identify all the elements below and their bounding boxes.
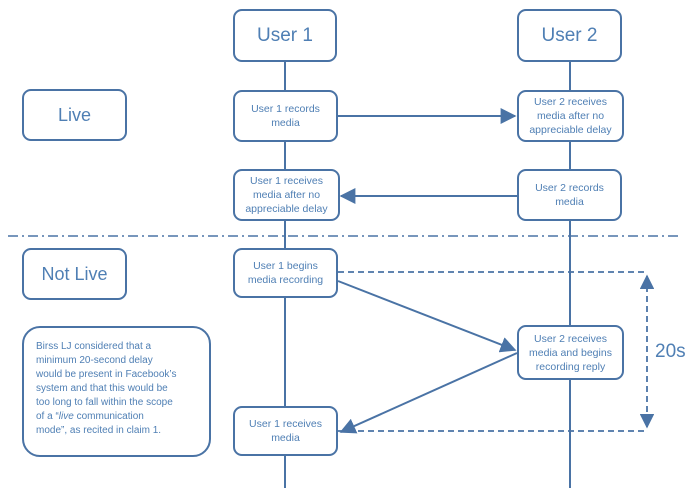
step-u2-receives-live: User 2 receives media after no appreciab…	[517, 90, 624, 142]
user2-label: User 2	[541, 24, 598, 46]
user1-header: User 1	[233, 9, 337, 62]
step-u2-records-text: User 2 records media	[535, 182, 604, 208]
user1-label: User 1	[257, 24, 313, 46]
note-line-3: would be present in Facebook’s	[36, 369, 177, 380]
step-u2-receives-reply: User 2 receives media and begins recordi…	[517, 325, 624, 380]
step-u1-receives-live: User 1 receives media after no appreciab…	[233, 169, 340, 221]
live-state: Live	[22, 89, 127, 141]
step-u1-receives-live-text: User 1 receives media after no appreciab…	[245, 175, 328, 215]
note-line-6-pre: of a “	[36, 411, 59, 422]
note-line-6: of a “live communication	[36, 410, 199, 424]
note-line-4: system and that this would be	[36, 383, 168, 394]
arrow-u1-to-u2-notlive	[337, 280, 517, 353]
judgment-note: Birss LJ considered that a minimum 20-se…	[22, 326, 211, 457]
step-u1-records: User 1 records media	[233, 90, 338, 142]
not-live-label: Not Live	[41, 263, 108, 284]
step-u1-receives-text: User 1 receives media	[249, 418, 322, 444]
note-line-1: Birss LJ considered that a	[36, 341, 152, 352]
step-u1-records-text: User 1 records media	[251, 103, 320, 129]
not-live-state: Not Live	[22, 248, 127, 300]
live-label: Live	[57, 104, 92, 125]
note-line-7: mode”, as recited in claim 1.	[36, 425, 162, 436]
delay-label: 20s	[655, 341, 686, 362]
user2-header: User 2	[517, 9, 622, 62]
step-u2-records: User 2 records media	[517, 169, 622, 221]
step-u1-begins: User 1 begins media recording	[233, 248, 338, 298]
step-u2-receives-live-text: User 2 receives media after no appreciab…	[529, 96, 612, 136]
arrow-u2-to-u1-notlive	[339, 352, 518, 434]
note-line-2: minimum 20-second delay	[36, 355, 153, 366]
note-line-6-post: communication	[73, 411, 144, 422]
note-line-5: too long to fall within the scope	[36, 397, 173, 408]
note-line-6-em: live	[58, 411, 74, 422]
step-u1-receives: User 1 receives media	[233, 406, 338, 456]
step-u2-receives-reply-text: User 2 receives media and begins recordi…	[529, 332, 612, 373]
step-u1-begins-text: User 1 begins media recording	[247, 260, 324, 286]
